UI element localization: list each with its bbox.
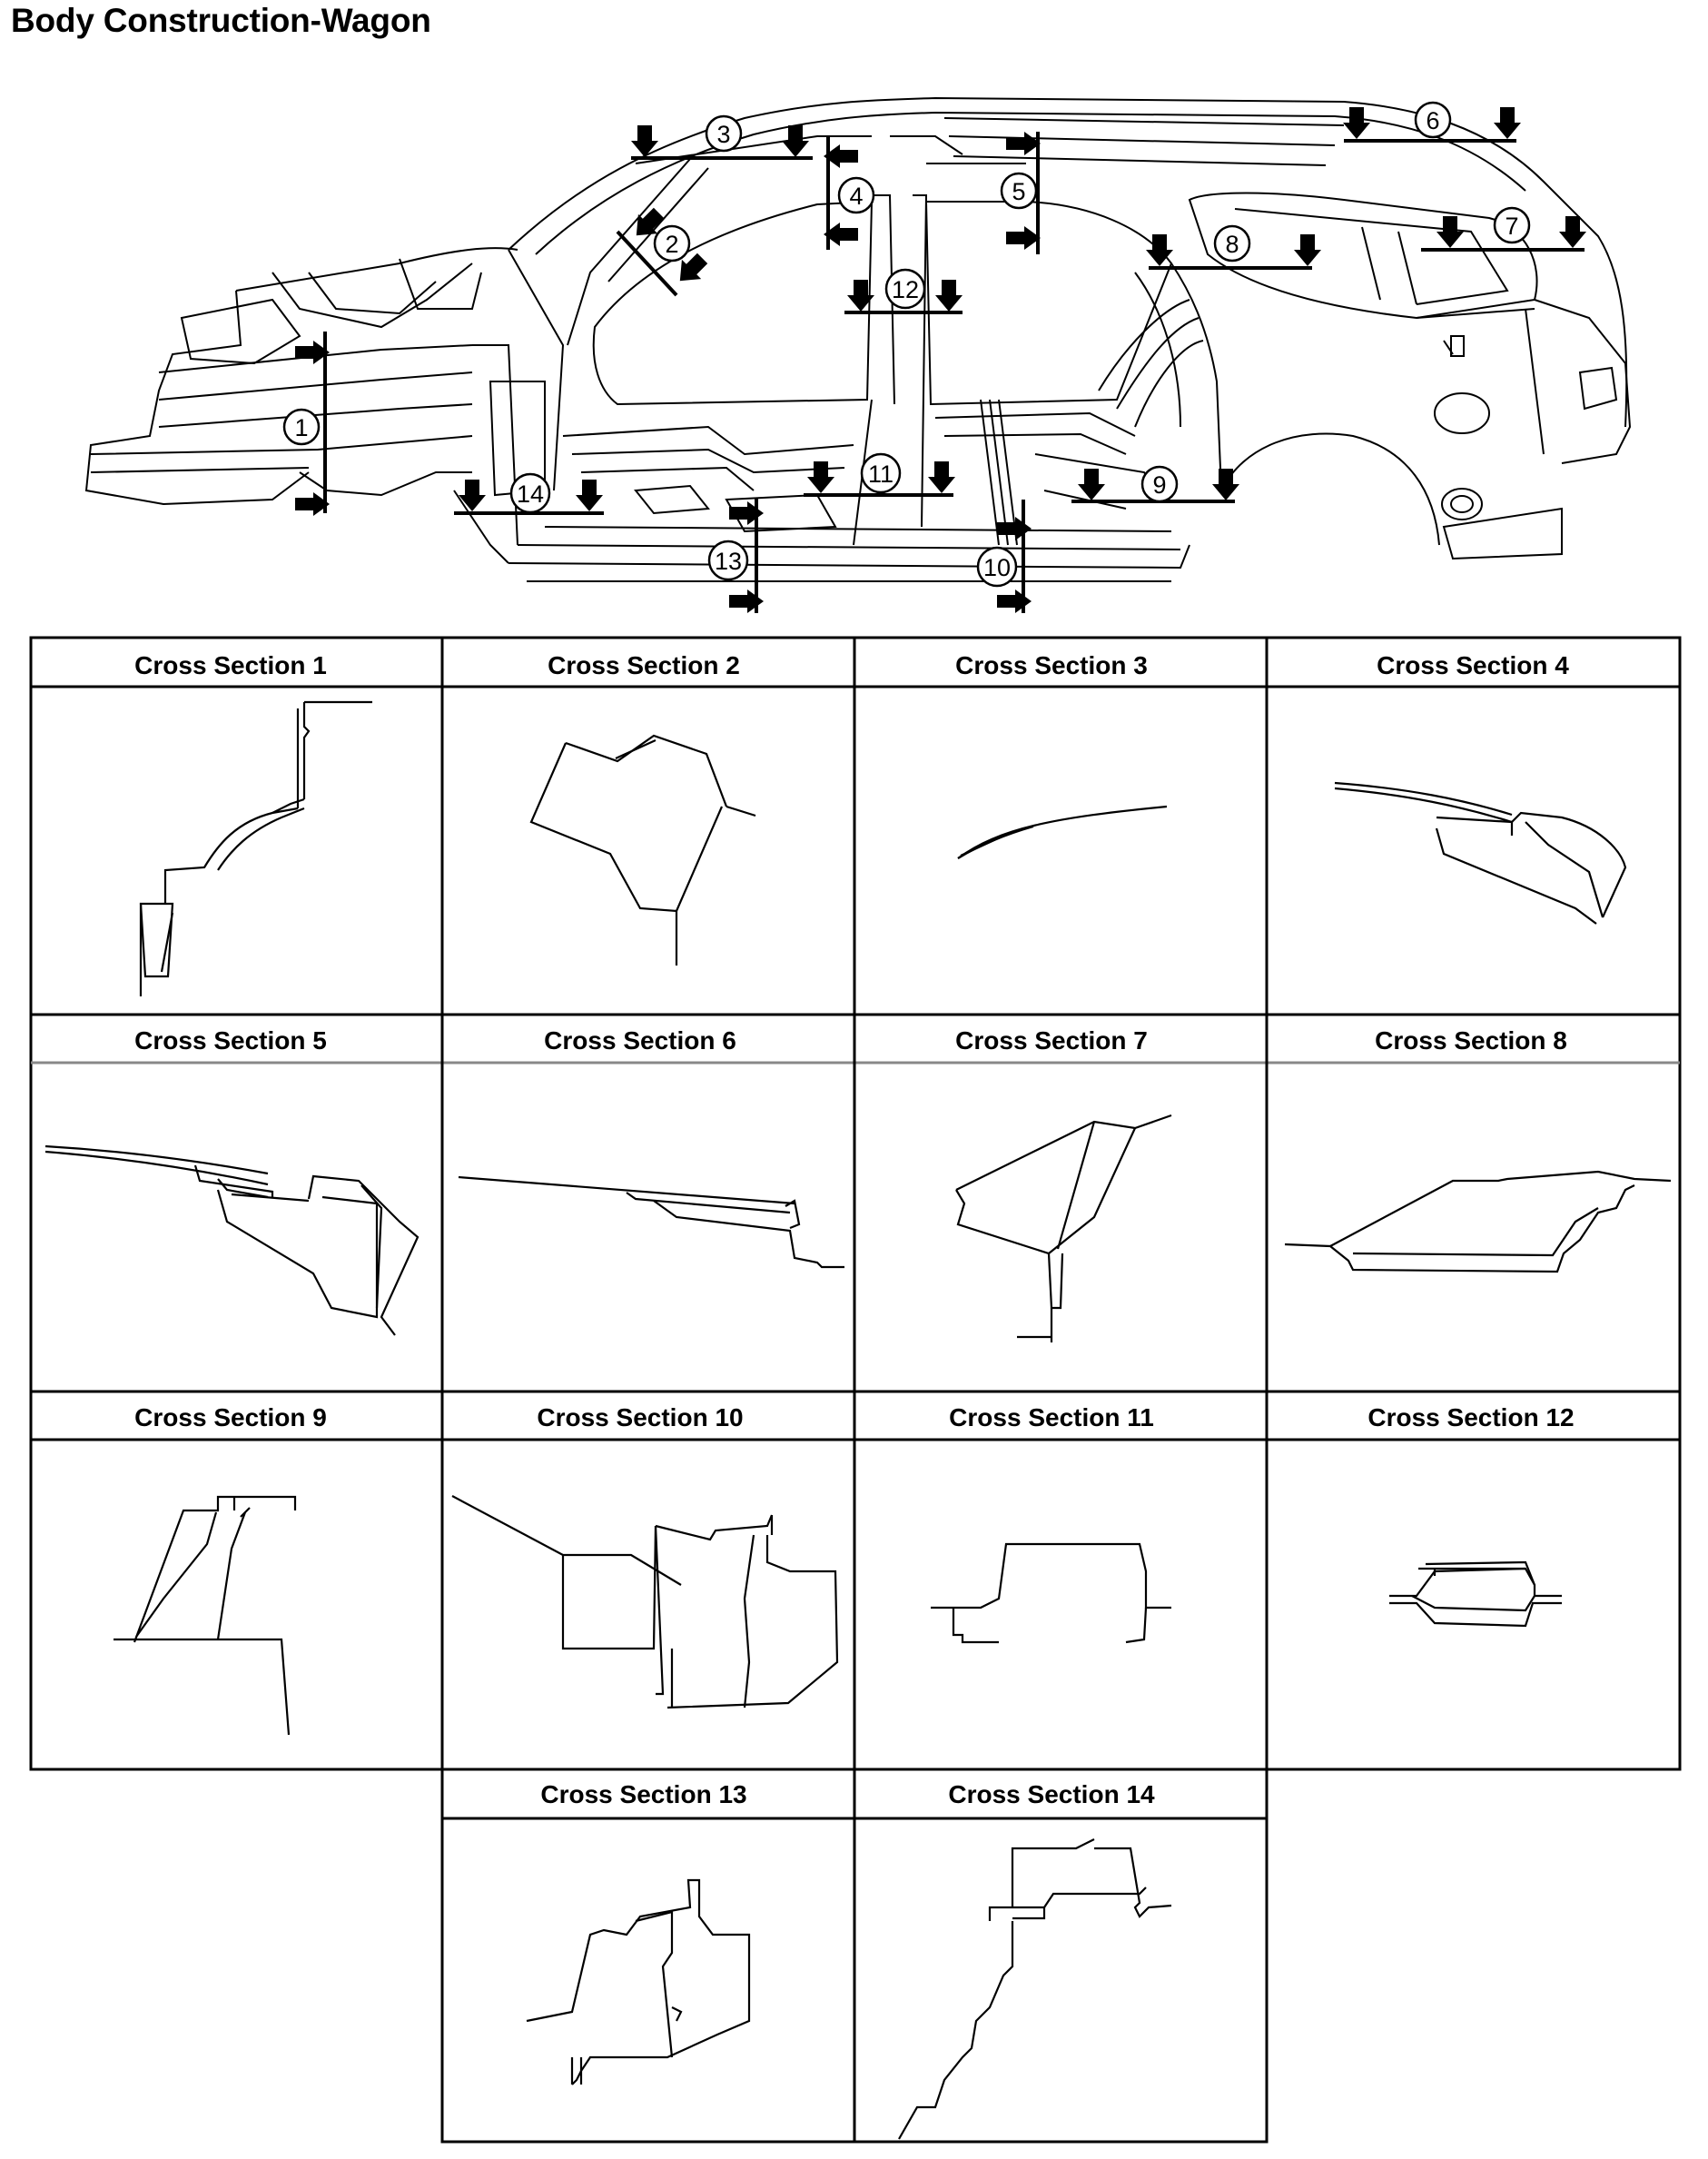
callout-8: 8 [1213,224,1251,262]
callout-4: 4 [837,176,875,214]
callout-6: 6 [1414,101,1452,139]
section-profile-1 [139,700,372,996]
callout-7: 7 [1493,206,1531,244]
callout-3: 3 [705,114,743,153]
section-title-6: Cross Section 6 [544,1026,736,1055]
callout-11: 11 [860,452,902,494]
section-title-5: Cross Section 5 [134,1026,327,1055]
section-title-4: Cross Section 4 [1377,651,1569,679]
section-title-13: Cross Section 13 [540,1780,746,1808]
callout-13: 13 [707,540,749,581]
section-title-10: Cross Section 10 [537,1403,743,1431]
section-profile-2 [529,734,756,966]
section-profile-9 [114,1495,297,1736]
svg-text:8: 8 [1225,231,1239,258]
section-profile-8 [1284,1170,1672,1273]
section-callouts: 1 2 3 4 5 6 7 8 9 10 11 12 13 14 [282,101,1531,588]
svg-text:12: 12 [892,276,919,303]
section-title-11: Cross Section 11 [949,1403,1154,1431]
section-profile-10 [451,1495,839,1709]
section-profile-5 [44,1144,420,1336]
grid-frames [29,636,1682,2144]
section-profile-14 [898,1838,1172,2140]
callout-9: 9 [1140,465,1179,503]
svg-text:1: 1 [294,414,308,441]
section-title-3: Cross Section 3 [955,651,1148,679]
svg-text:14: 14 [517,480,544,508]
callout-14: 14 [509,472,551,514]
callout-10: 10 [976,546,1018,588]
section-title-8: Cross Section 8 [1375,1026,1567,1055]
svg-text:9: 9 [1152,471,1166,499]
callout-1: 1 [282,408,321,446]
section-title-9: Cross Section 9 [134,1403,327,1431]
section-title-14: Cross Section 14 [948,1780,1155,1808]
section-title-2: Cross Section 2 [548,651,740,679]
callout-5: 5 [1000,172,1038,210]
svg-text:3: 3 [716,121,730,148]
section-title-7: Cross Section 7 [955,1026,1148,1055]
cell-titles: Cross Section 1 Cross Section 2 Cross Se… [134,651,1574,1808]
section-profile-12 [1389,1560,1562,1628]
svg-text:7: 7 [1505,213,1518,240]
section-profile-3 [957,805,1168,859]
section-profile-7 [955,1114,1172,1342]
section-profile-4 [1334,781,1627,925]
svg-text:10: 10 [983,554,1011,581]
svg-text:5: 5 [1012,178,1025,205]
body-outline [84,96,1632,582]
svg-text:6: 6 [1426,107,1439,134]
svg-text:13: 13 [715,548,742,575]
section-title-1: Cross Section 1 [134,651,327,679]
wagon-body-illustration: 1 2 3 4 5 6 7 8 9 10 11 12 13 14 [84,96,1632,613]
svg-text:2: 2 [665,231,678,258]
section-title-12: Cross Section 12 [1367,1403,1574,1431]
section-profile-6 [458,1175,844,1269]
svg-text:4: 4 [849,183,863,210]
callout-2: 2 [653,224,691,262]
section-profile-11 [931,1542,1171,1644]
page-title: Body Construction-Wagon [11,2,431,39]
section-profile-13 [526,1878,751,2085]
callout-12: 12 [884,268,926,310]
svg-text:11: 11 [868,461,893,488]
